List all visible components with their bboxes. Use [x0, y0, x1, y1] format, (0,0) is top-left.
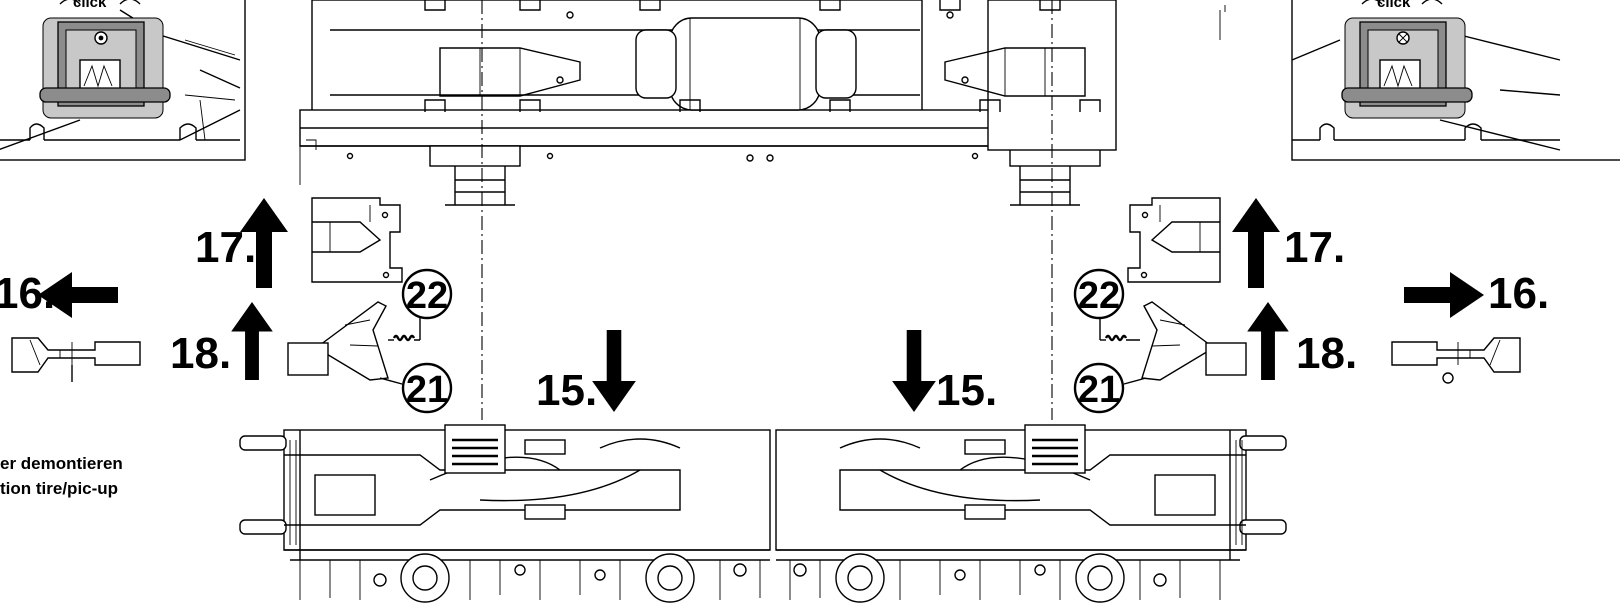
locomotive-frame-top: [299, 0, 1226, 206]
callout-22-right-label: 22: [1078, 275, 1120, 317]
step-15-right-label: 15.: [936, 366, 997, 415]
coupler-box-left: [311, 197, 403, 283]
bogie-right: [775, 424, 1287, 603]
callout-21-left-label: 21: [406, 369, 448, 411]
bogie-left: [239, 424, 771, 603]
spring-part-22-left: [388, 318, 421, 342]
step-16-right-label: 16.: [1488, 269, 1549, 318]
step-17-right-label: 17.: [1284, 223, 1345, 272]
step-18-right-label: 18.: [1296, 329, 1357, 378]
spring-part-22-right: [1099, 318, 1140, 342]
click-label-left: click: [73, 0, 107, 11]
callout-22-left-label: 22: [406, 275, 448, 317]
callout-21-right-label: 21: [1078, 369, 1120, 411]
click-label-right: click: [1377, 0, 1411, 11]
callout-21-left: 21: [379, 362, 453, 414]
spring-bracket-left: [287, 301, 389, 381]
callout-22-right: 22: [1073, 268, 1125, 320]
callout-21-right: 21: [1073, 362, 1147, 414]
arrow-up-icon: [1232, 198, 1280, 288]
arrow-up-icon: [231, 302, 273, 380]
note-line-1: er demontieren: [0, 454, 123, 473]
right-detail-inset: click: [1291, 0, 1620, 161]
left-detail-inset: click: [0, 0, 246, 161]
step-18-left-label: 18.: [170, 329, 231, 378]
coupler-box-right: [1127, 197, 1221, 283]
coupler-head-left: [11, 337, 141, 382]
callout-22-left: 22: [401, 268, 453, 320]
note-line-2: tion tire/pic-up: [0, 479, 118, 498]
arrow-down-icon: [892, 330, 936, 412]
step-16-left-label: 16.: [0, 269, 55, 318]
arrow-down-icon: [592, 330, 636, 412]
coupler-head-right: [1391, 337, 1521, 384]
step-17-left-label: 17.: [195, 223, 256, 272]
step-15-left-label: 15.: [536, 366, 597, 415]
arrow-right-icon: [1404, 272, 1484, 318]
arrow-up-icon: [1247, 302, 1289, 380]
spring-bracket-right: [1141, 301, 1247, 381]
